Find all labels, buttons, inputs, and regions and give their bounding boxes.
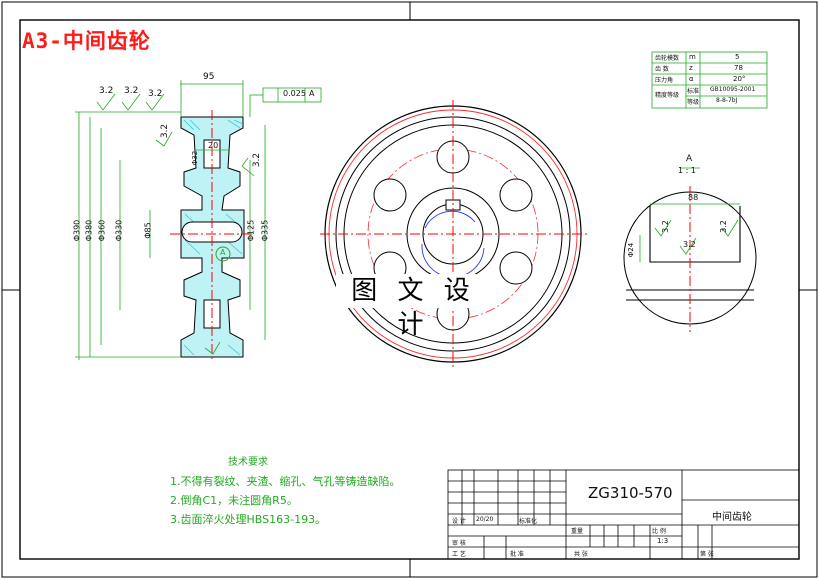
param-val-4: 8-8-7bJ <box>716 97 738 104</box>
detail-view <box>623 167 757 332</box>
detail-width: 88 <box>688 193 699 202</box>
param-name-3: 精度等级 <box>655 92 680 99</box>
dim-330: Φ330 <box>114 219 124 242</box>
section-view <box>170 110 255 362</box>
detail-roughness-1 <box>654 219 672 237</box>
web-hole-2 <box>499 178 533 212</box>
param-name-1: 齿 数 <box>655 66 669 73</box>
roughness-label-4: 3.2 <box>160 123 171 139</box>
detail-roughness-3 <box>721 219 739 237</box>
detail-scale: 1 : 1 <box>678 166 696 175</box>
tech-heading: 技术要求 <box>228 457 268 468</box>
drawing-title: A3-中间齿轮 <box>22 29 151 53</box>
root-circle <box>335 116 571 352</box>
tb-sheet-total: 共 张 <box>574 551 588 558</box>
detail-roughness-label-3: 3.2 <box>718 220 728 233</box>
detail-key-profile <box>649 206 741 263</box>
tb-scale-value: 1:3 <box>657 537 669 545</box>
tech-item-2: 2.倒角C1，未注圆角R5。 <box>170 494 298 507</box>
tb-date-code: 20/20 <box>476 516 494 523</box>
param-sym-3: 标准 <box>687 88 700 95</box>
roughness-label-5: 3.2 <box>252 152 263 168</box>
tech-item-3: 3.齿面淬火处理HBS163-193。 <box>170 513 327 526</box>
datum-a-circle <box>215 246 231 262</box>
dim-360: Φ360 <box>97 219 107 242</box>
param-val-0: 5 <box>735 53 740 61</box>
watermark: 图 文 设 计 <box>336 274 491 340</box>
roughness-label-1: 3.2 <box>99 86 114 96</box>
dim-outer: Φ390 <box>72 219 82 242</box>
dim-32: Φ32 <box>191 150 200 166</box>
param-sym-4: 等级 <box>687 99 700 106</box>
param-val-3: GB10095-2001 <box>710 86 756 93</box>
tech-item-1: 1.不得有裂纹、夹渣、缩孔、气孔等铸造缺陷。 <box>170 475 401 488</box>
dim-335: Φ335 <box>260 219 270 242</box>
param-val-2: 20° <box>733 75 746 83</box>
roughness-label-3: 3.2 <box>148 89 163 99</box>
dim-380: Φ380 <box>84 219 94 242</box>
param-name-0: 齿轮模数 <box>655 55 680 62</box>
tb-label-process: 工 艺 <box>452 551 466 558</box>
dim-bore: Φ85 <box>143 222 153 239</box>
detail-label: A <box>686 154 693 164</box>
tolerance-value: 0.025 <box>283 89 306 98</box>
tolerance-datum: A <box>309 89 315 98</box>
tb-label-approve: 批 准 <box>510 551 524 558</box>
tb-scale-label: 比 例 <box>652 528 666 535</box>
front-view <box>320 100 590 368</box>
roughness-label-2: 3.2 <box>124 86 139 96</box>
param-sym-2: α <box>689 75 694 83</box>
dim-rim-20: 20 <box>208 141 219 150</box>
tb-label-standard: 标准化 <box>519 518 538 525</box>
tb-mass-label: 重量 <box>571 528 584 535</box>
web-hole-6 <box>373 178 407 212</box>
section-dimensions <box>75 80 322 360</box>
dim-width-95: 95 <box>203 72 215 82</box>
detail-roughness-label-2: 3.2 <box>683 240 696 249</box>
detail-roughness-2 <box>679 237 697 255</box>
bore-arc <box>424 210 476 229</box>
dim-125: Φ125 <box>246 219 256 242</box>
param-name-2: 压力角 <box>655 77 674 84</box>
tb-sheet-number: 第 张 <box>700 551 714 558</box>
param-sym-0: m <box>689 53 696 61</box>
param-sym-1: z <box>689 64 693 72</box>
tb-label-review: 审 核 <box>452 540 466 547</box>
title-block-grid <box>447 469 800 560</box>
tb-label-design: 设 计 <box>452 518 466 525</box>
part-code: ZG310-570 <box>588 484 673 502</box>
detail-roughness-label-1: 3.2 <box>660 220 670 233</box>
datum-a-label: A <box>220 248 226 257</box>
technical-requirements: 技术要求 1.不得有裂纹、夹渣、缩孔、气孔等铸造缺陷。 2.倒角C1，未注圆角R… <box>170 453 401 529</box>
param-table-grid <box>651 51 768 109</box>
web-hole-3 <box>499 251 533 285</box>
detail-left-dim: Φ24 <box>627 242 636 258</box>
part-name: 中间齿轮 <box>712 512 752 523</box>
param-val-1: 78 <box>734 64 743 72</box>
